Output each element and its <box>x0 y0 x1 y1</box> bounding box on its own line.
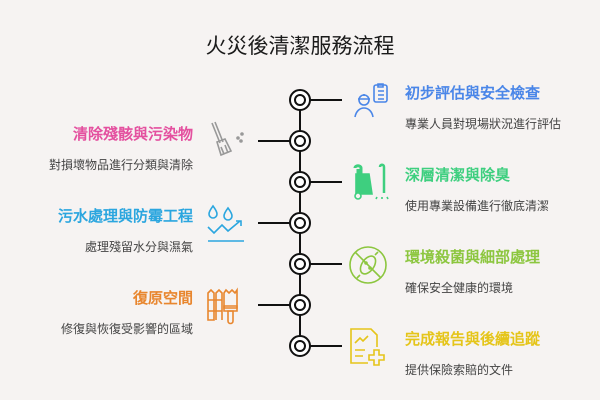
timeline-node <box>289 335 311 357</box>
step-7: 完成報告與後續追蹤 提供保險索賠的文件 <box>405 328 540 378</box>
timeline-node-inner <box>294 258 306 270</box>
worker-checklist-icon <box>354 83 388 118</box>
timeline-node-inner <box>294 135 306 147</box>
broom-icon <box>211 121 244 157</box>
step-3: 深層清潔與除臭 使用專業設備進行徹底清潔 <box>405 164 549 214</box>
step-desc: 使用專業設備進行徹底清潔 <box>405 199 550 213</box>
step-title: 初步評估與安全檢查 <box>405 84 541 102</box>
step-desc: 確保安全健康的環境 <box>405 281 514 295</box>
step-title: 復原空間 <box>132 289 193 307</box>
timeline-node <box>289 294 311 316</box>
timeline-node <box>289 212 311 234</box>
report-plus-icon <box>350 328 385 366</box>
step-title: 污水處理與防霉工程 <box>57 207 193 225</box>
timeline-node-inner <box>294 299 306 311</box>
page-title: 火災後清潔服務流程 <box>205 34 395 58</box>
step-desc: 處理殘留水分與濕氣 <box>84 240 193 254</box>
timeline-node <box>289 171 311 193</box>
step-6: 復原空間 修復與恢復受影響的區域 <box>61 287 193 337</box>
timeline-node-inner <box>294 340 306 352</box>
cleaning-machine-icon <box>353 163 389 200</box>
step-title: 環境殺菌與細部處理 <box>405 248 541 266</box>
step-desc: 對損壞物品進行分類與清除 <box>48 158 193 172</box>
step-4: 污水處理與防霉工程 處理殘留水分與濕氣 <box>58 205 193 255</box>
step-title: 完成報告與後續追蹤 <box>405 330 541 348</box>
step-desc: 修復與恢復受影響的區域 <box>60 322 193 336</box>
step-desc: 專業人員對現場狀況進行評估 <box>405 117 562 131</box>
timeline-node-inner <box>294 94 306 106</box>
fence-paintbrush-icon <box>207 287 238 325</box>
step-1: 初步評估與安全檢查 專業人員對現場狀況進行評估 <box>405 82 561 132</box>
step-5: 環境殺菌與細部處理 確保安全健康的環境 <box>405 246 540 296</box>
timeline-node <box>289 130 311 152</box>
timeline-node-inner <box>294 176 306 188</box>
step-title: 深層清潔與除臭 <box>405 166 511 184</box>
step-title: 清除殘骸與污染物 <box>72 125 193 143</box>
timeline-node-inner <box>294 217 306 229</box>
step-desc: 提供保險索賠的文件 <box>405 363 514 377</box>
water-drops-icon <box>207 204 244 242</box>
step-2: 清除殘骸與污染物 對損壞物品進行分類與清除 <box>49 123 193 173</box>
no-bacteria-icon <box>349 246 387 284</box>
timeline-node <box>289 253 311 275</box>
timeline-node <box>289 89 311 111</box>
